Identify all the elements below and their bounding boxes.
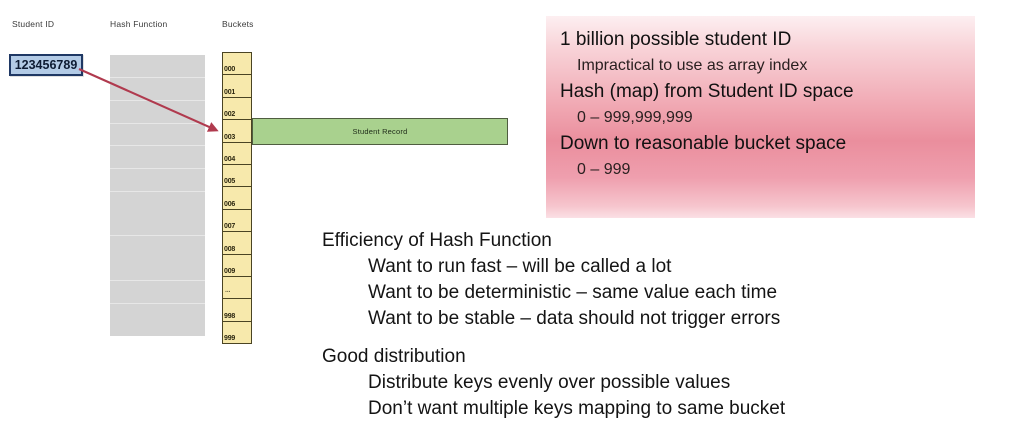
bucket-cell[interactable]: 006: [223, 187, 251, 210]
column-header-hash-function: Hash Function: [110, 19, 168, 29]
student-id-box[interactable]: 123456789: [9, 54, 83, 76]
concept-panel-line: 0 – 999,999,999: [577, 109, 693, 126]
column-header-buckets: Buckets: [222, 19, 254, 29]
concept-panel: 1 billion possible student ID Impractical…: [546, 16, 975, 218]
bucket-label: 001: [224, 88, 236, 96]
hash-band: [110, 123, 205, 124]
bucket-cell[interactable]: 008: [223, 232, 251, 255]
bucket-cell[interactable]: 002: [223, 97, 251, 121]
notes-item: Don’t want multiple keys mapping to same…: [368, 398, 786, 419]
notes-heading: Efficiency of Hash Function: [322, 230, 552, 251]
bucket-cell[interactable]: 998: [223, 299, 251, 322]
hash-band: [110, 191, 205, 192]
bucket-label: 009: [224, 267, 236, 275]
student-record-label: Student Record: [352, 127, 408, 136]
notes-item: Want to be stable – data should not trig…: [368, 308, 781, 329]
bucket-label: 002: [224, 111, 236, 119]
hash-band: [110, 303, 205, 304]
concept-panel-line: Down to reasonable bucket space: [560, 133, 847, 154]
concept-panel-line: Impractical to use as array index: [577, 57, 808, 74]
hash-band: [110, 77, 205, 78]
hash-function-block: [110, 55, 205, 336]
notes-heading: Good distribution: [322, 346, 466, 367]
buckets-column: 000 001 002 003 004 005 006 007 008 009... 998 999: [222, 52, 252, 344]
bucket-cell[interactable]: 007: [223, 209, 251, 233]
notes-item: Want to run fast – will be called a lot: [368, 256, 672, 277]
bucket-cell[interactable]: 999: [223, 321, 251, 344]
student-record-box[interactable]: Student Record: [252, 118, 508, 145]
hash-band: [110, 235, 205, 236]
bucket-cell[interactable]: 004: [223, 142, 251, 165]
bucket-label: 003: [224, 133, 236, 141]
notes-item: Want to be deterministic – same value ea…: [368, 282, 778, 303]
bucket-label: 000: [224, 66, 236, 74]
bucket-cell[interactable]: 003: [223, 120, 251, 143]
bucket-label: 007: [224, 223, 236, 231]
bucket-cell[interactable]: 009: [223, 254, 251, 277]
hash-band: [110, 145, 205, 146]
column-header-student-id: Student ID: [12, 19, 55, 29]
bucket-label: 999: [224, 335, 236, 343]
bucket-label: ...: [225, 287, 231, 295]
bucket-cell[interactable]: 000: [223, 53, 251, 76]
bucket-label: 008: [224, 245, 236, 253]
concept-panel-line: Hash (map) from Student ID space: [560, 81, 854, 102]
concept-panel-line: 1 billion possible student ID: [560, 29, 792, 50]
notes-spacer: [322, 332, 962, 344]
hash-band: [110, 100, 205, 101]
bucket-label: 005: [224, 178, 236, 186]
concept-panel-line: 0 – 999: [577, 161, 631, 178]
bucket-cell[interactable]: 005: [223, 164, 251, 188]
bucket-label: 006: [224, 200, 236, 208]
hash-band: [110, 280, 205, 281]
notes-item: Distribute keys evenly over possible val…: [368, 372, 731, 393]
hash-band: [110, 168, 205, 169]
bucket-label: 998: [224, 312, 236, 320]
bucket-cell[interactable]: ...: [223, 276, 251, 300]
student-id-value: 123456789: [14, 58, 78, 72]
bucket-cell[interactable]: 001: [223, 75, 251, 98]
bucket-label: 004: [224, 155, 236, 163]
